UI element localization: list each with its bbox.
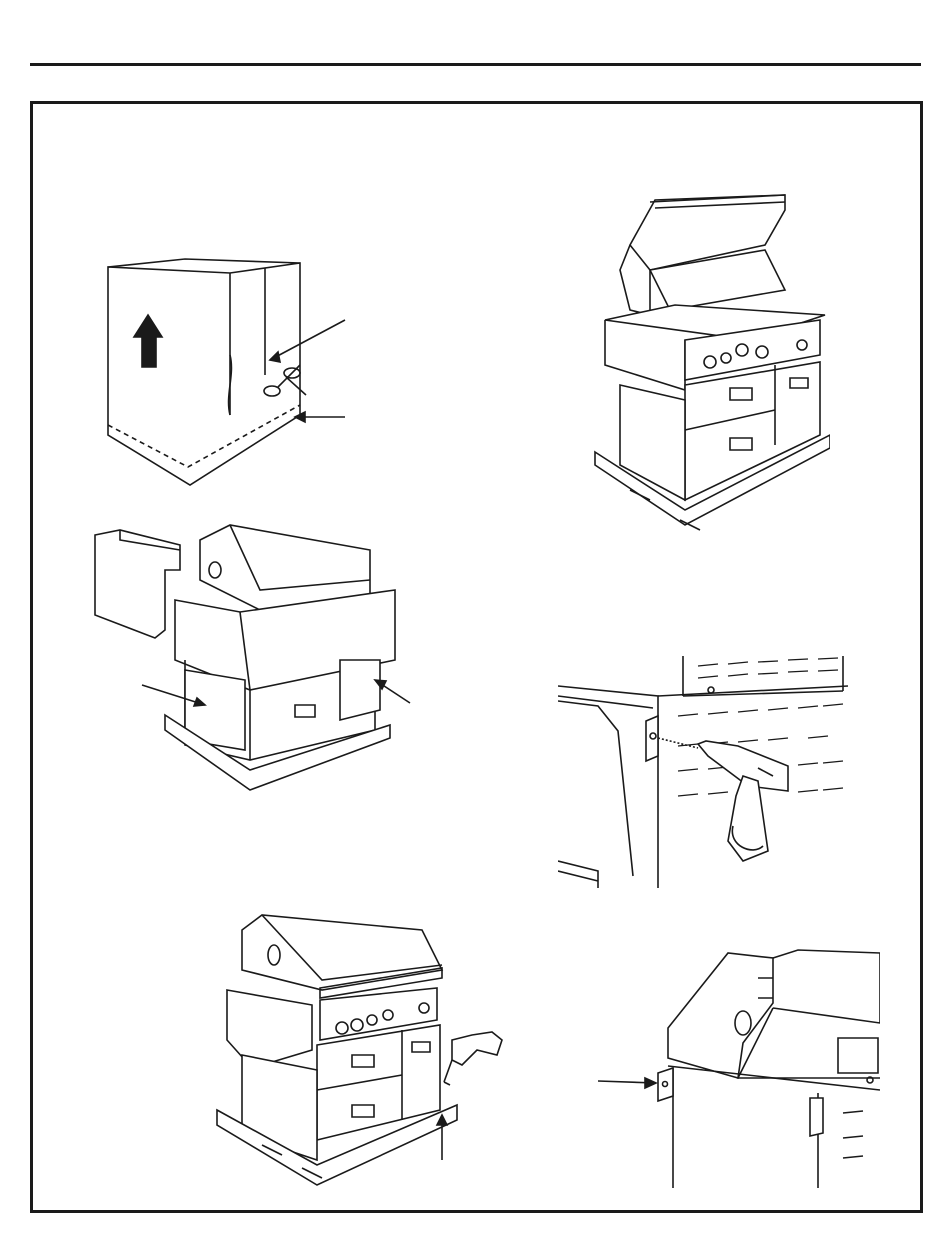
- drill-bracket-screw-illustration: [558, 656, 848, 888]
- carton-removal-illustration: [100, 255, 360, 490]
- grill-unscrew-from-pallet-illustration: [212, 910, 512, 1200]
- side-bracket-detail-illustration: [598, 948, 880, 1188]
- screwdriver-drill-icon: [444, 1032, 502, 1085]
- grill-on-pallet-lid-open-illustration: [590, 190, 830, 535]
- header-rule: [30, 63, 921, 66]
- packing-blocks-removal-illustration: [90, 520, 420, 795]
- power-drill-icon: [658, 738, 788, 861]
